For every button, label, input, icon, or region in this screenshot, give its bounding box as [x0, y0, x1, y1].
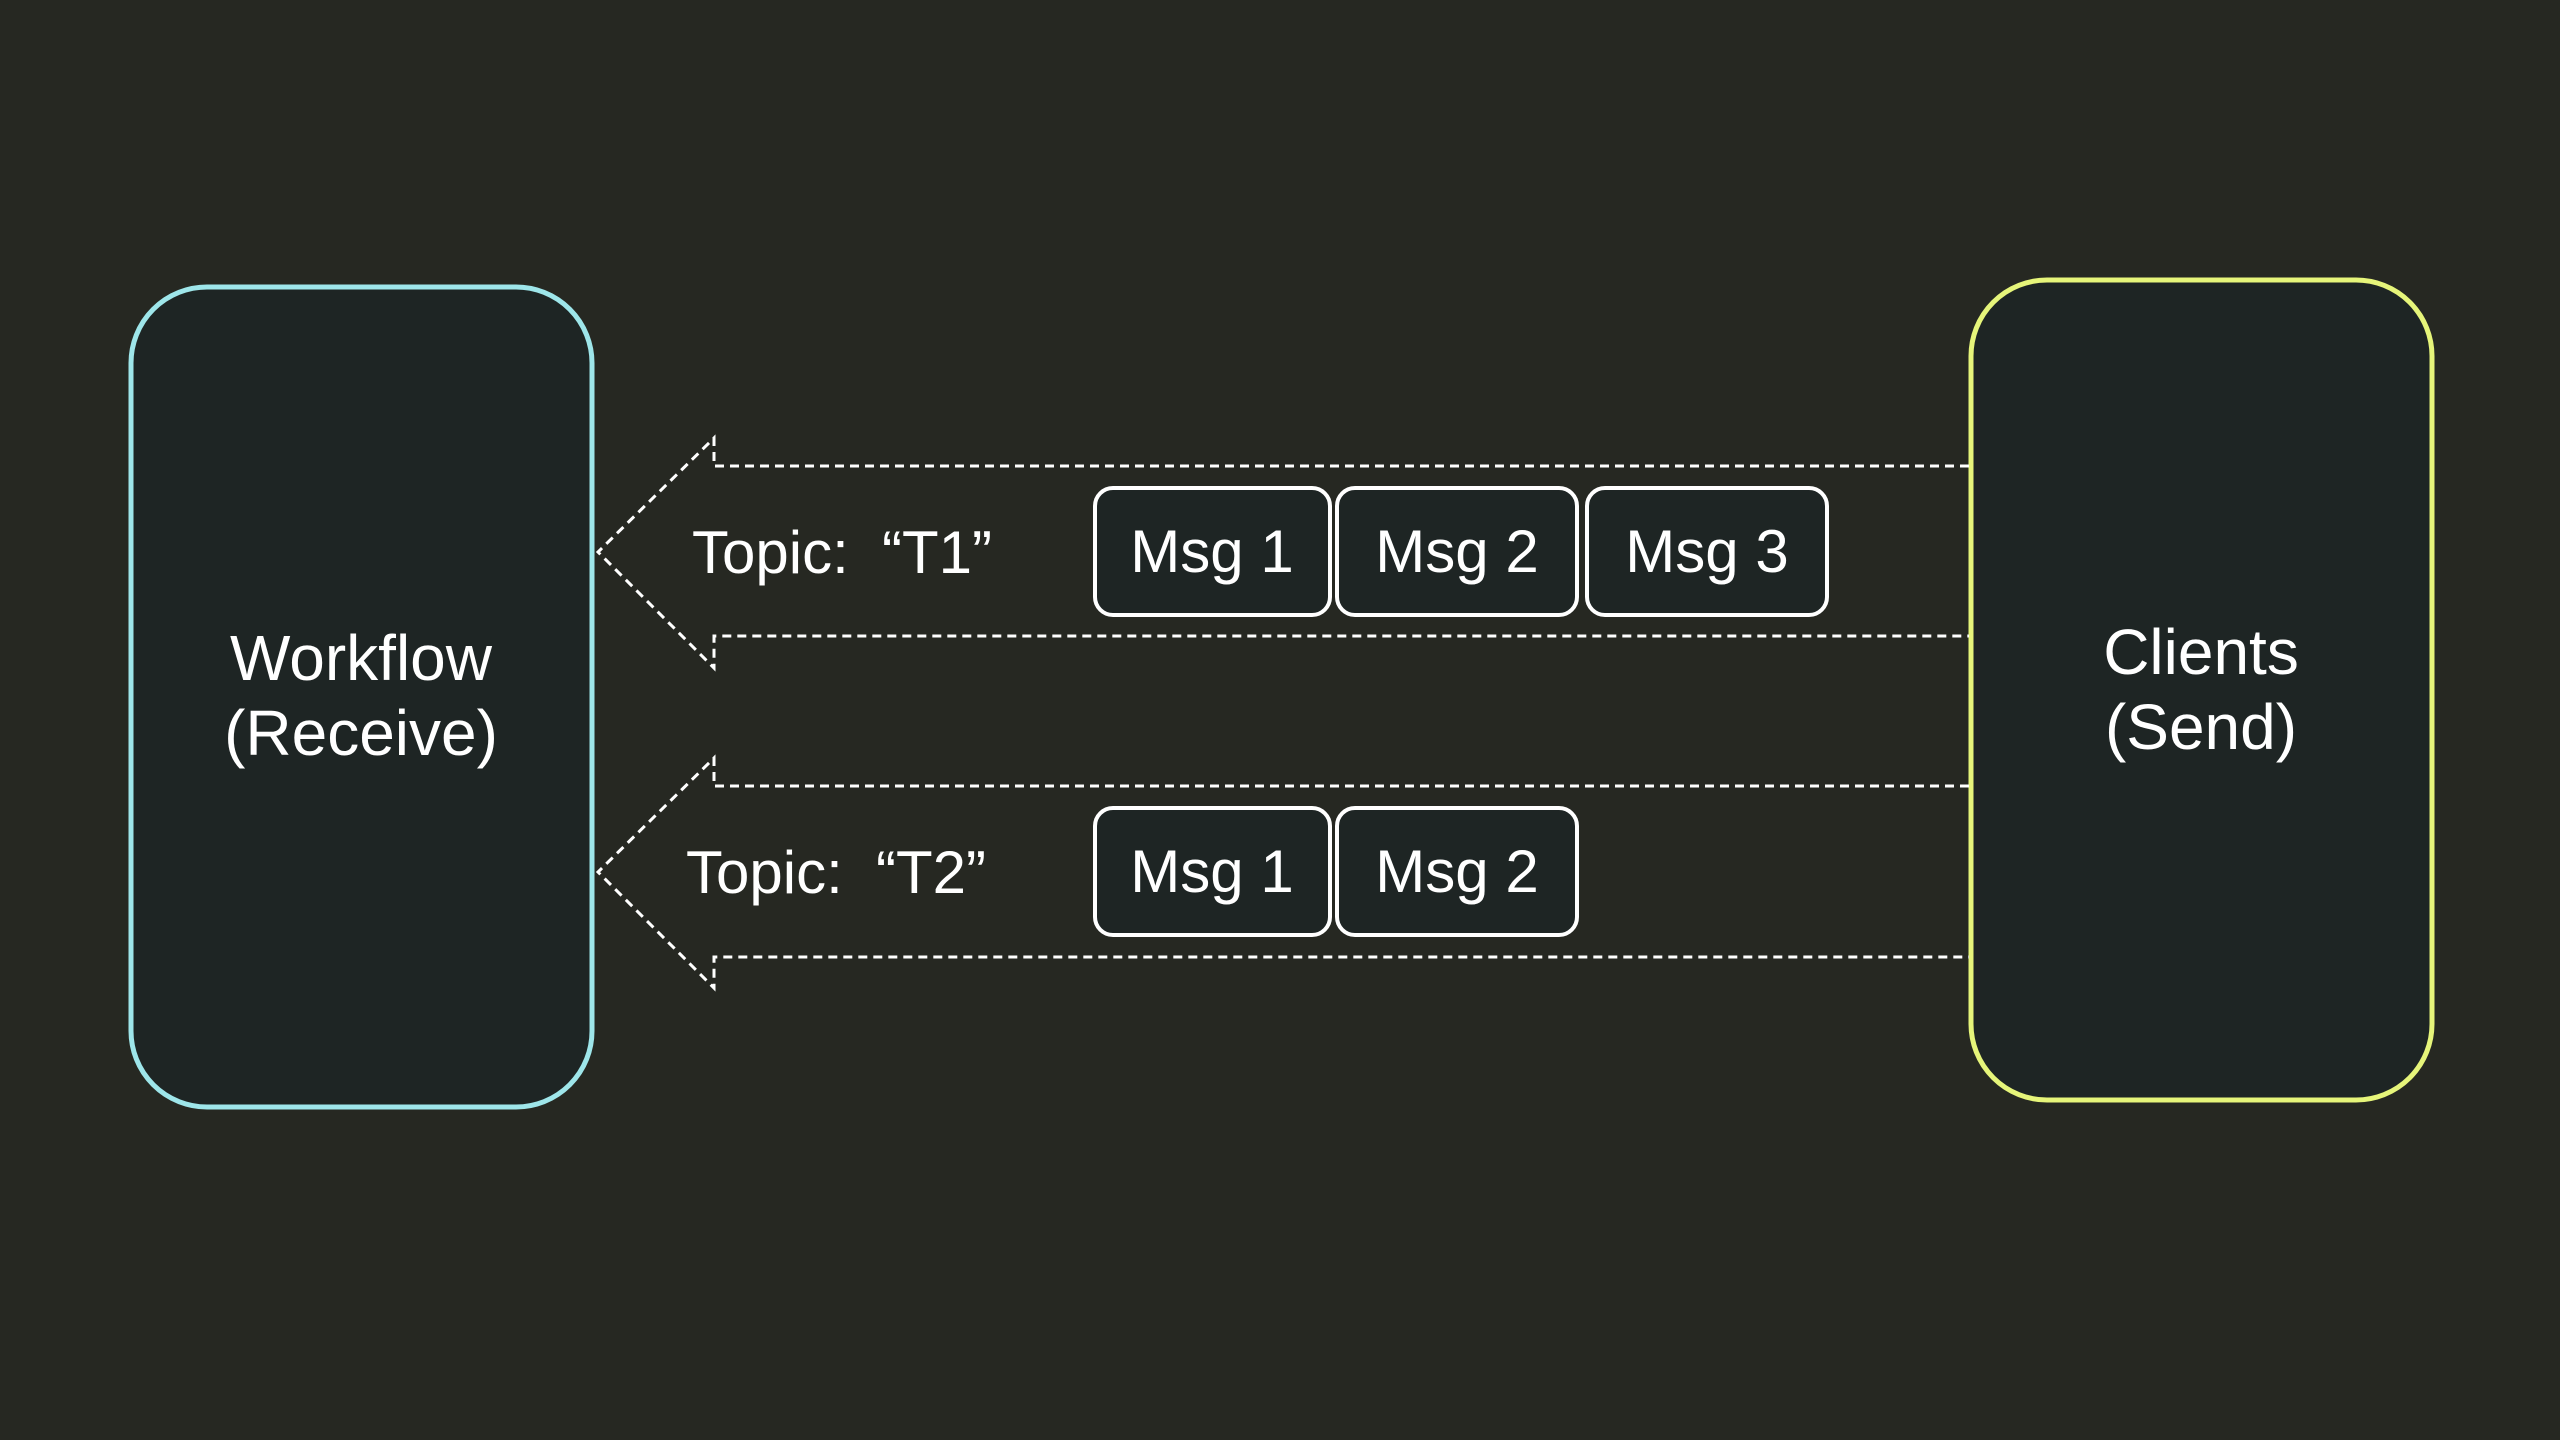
channel-t1-topic-name: “T1” — [882, 519, 992, 586]
message-chip-box — [1093, 486, 1332, 617]
channel-t1-message-queue: Msg 1 Msg 2 Msg 3 — [1093, 486, 1829, 617]
channel-t2-message-queue: Msg 1 Msg 2 — [1093, 806, 1579, 937]
channel-t2-topic-name: “T2” — [876, 839, 986, 906]
clients-box — [1968, 277, 2435, 1103]
message-chip-box — [1335, 806, 1579, 937]
message-chip: Msg 3 — [1585, 486, 1829, 617]
workflow-box — [128, 284, 595, 1110]
message-chip: Msg 2 — [1335, 806, 1579, 937]
message-chip-label: Msg 2 — [1375, 838, 1538, 905]
message-chip-label: Msg 3 — [1625, 518, 1788, 585]
message-chip-box — [1093, 806, 1332, 937]
workflow-subtitle: (Receive) — [224, 697, 498, 769]
channel-t2: Topic: “T2” Msg 1 Msg 2 — [595, 754, 1969, 992]
channel-t2-arrow — [595, 754, 1969, 992]
clients-node: Clients (Send) — [1968, 277, 2435, 1103]
channel-t1: Topic: “T1” Msg 1 Msg 2 Msg 3 — [595, 434, 1969, 672]
message-chip-box — [1335, 486, 1579, 617]
message-chip-label: Msg 2 — [1375, 518, 1538, 585]
message-chip: Msg 1 — [1093, 486, 1332, 617]
message-chip-label: Msg 1 — [1130, 838, 1293, 905]
message-chip: Msg 2 — [1335, 486, 1579, 617]
clients-subtitle: (Send) — [2105, 691, 2297, 763]
channel-t1-topic-label: Topic: — [692, 519, 849, 586]
channel-t2-topic-label: Topic: — [686, 839, 843, 906]
channel-t2-topic: Topic: “T2” — [686, 839, 986, 906]
channel-t1-topic: Topic: “T1” — [692, 519, 992, 586]
workflow-node: Workflow (Receive) — [128, 284, 595, 1110]
message-chip-label: Msg 1 — [1130, 518, 1293, 585]
message-chip-box — [1585, 486, 1829, 617]
message-chip: Msg 1 — [1093, 806, 1332, 937]
clients-title: Clients — [2103, 616, 2299, 688]
workflow-title: Workflow — [230, 622, 493, 694]
channel-t1-arrow — [595, 434, 1969, 672]
